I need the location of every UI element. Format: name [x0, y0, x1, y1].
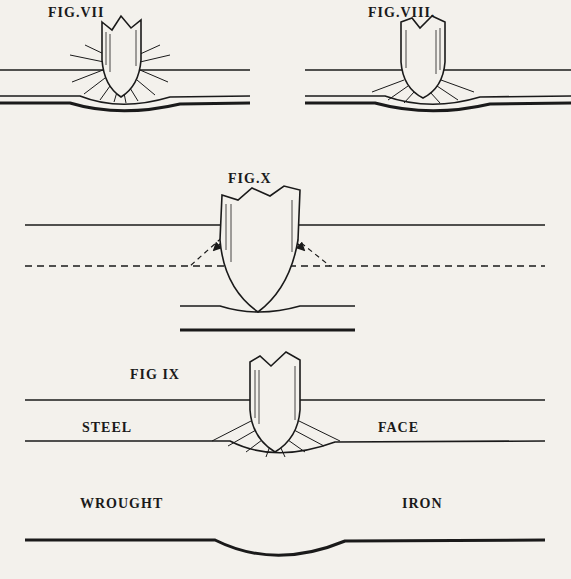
projectile-fig7: [102, 16, 141, 97]
figure-title: FIG IX: [130, 368, 180, 382]
projectile-fig10: [220, 186, 300, 312]
projectile-fig8: [401, 16, 445, 98]
material-label: WROUGHT: [80, 497, 163, 511]
figure-title: FIG.X: [228, 172, 272, 186]
shading-fig7: [106, 30, 136, 72]
material-label: FACE: [378, 421, 419, 435]
material-label: IRON: [402, 497, 443, 511]
projectile-fig9: [250, 352, 300, 452]
material-label: STEEL: [82, 421, 132, 435]
figure-title: FIG.VII: [48, 6, 104, 20]
figure-title: FIG.VIII.: [368, 6, 435, 20]
